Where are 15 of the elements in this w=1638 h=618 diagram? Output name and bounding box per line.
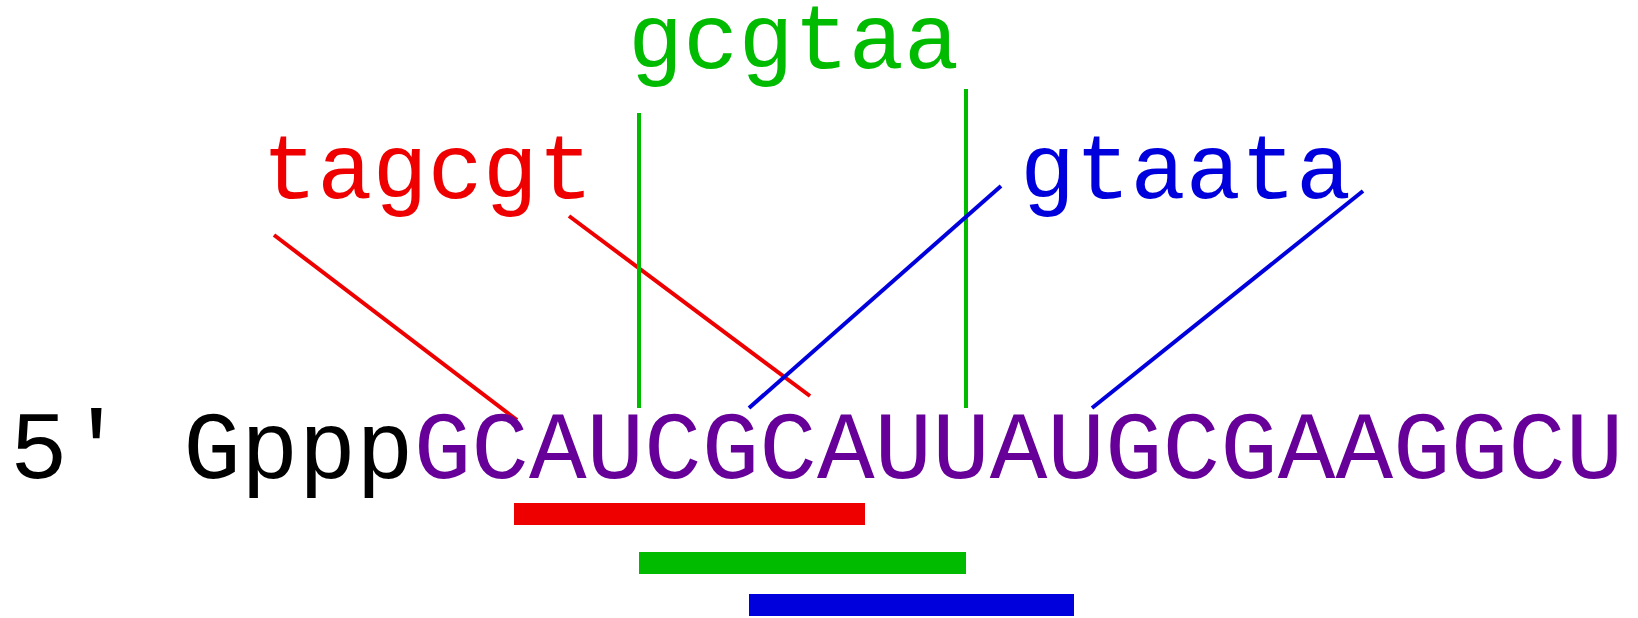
probe-sequence: gcgtaa: [628, 2, 960, 86]
strand-end-label: 5′: [10, 408, 126, 498]
probe-sequence: tagcgt: [262, 132, 594, 216]
cap-label: Gppp: [183, 408, 414, 498]
leader-line: [637, 113, 641, 408]
leader-line: [964, 89, 968, 408]
leader-line: [1090, 189, 1365, 410]
rna-sequence: GCAUCGCAUUAUGCGAAGGCU: [413, 408, 1624, 498]
probe-sequence: gtaata: [1020, 132, 1352, 216]
leader-line: [272, 233, 519, 422]
probe-bar: [514, 503, 865, 525]
leader-line: [567, 214, 812, 398]
probe-bar: [749, 594, 1074, 616]
probe-bar: [639, 552, 966, 574]
leader-line: [747, 184, 1003, 410]
